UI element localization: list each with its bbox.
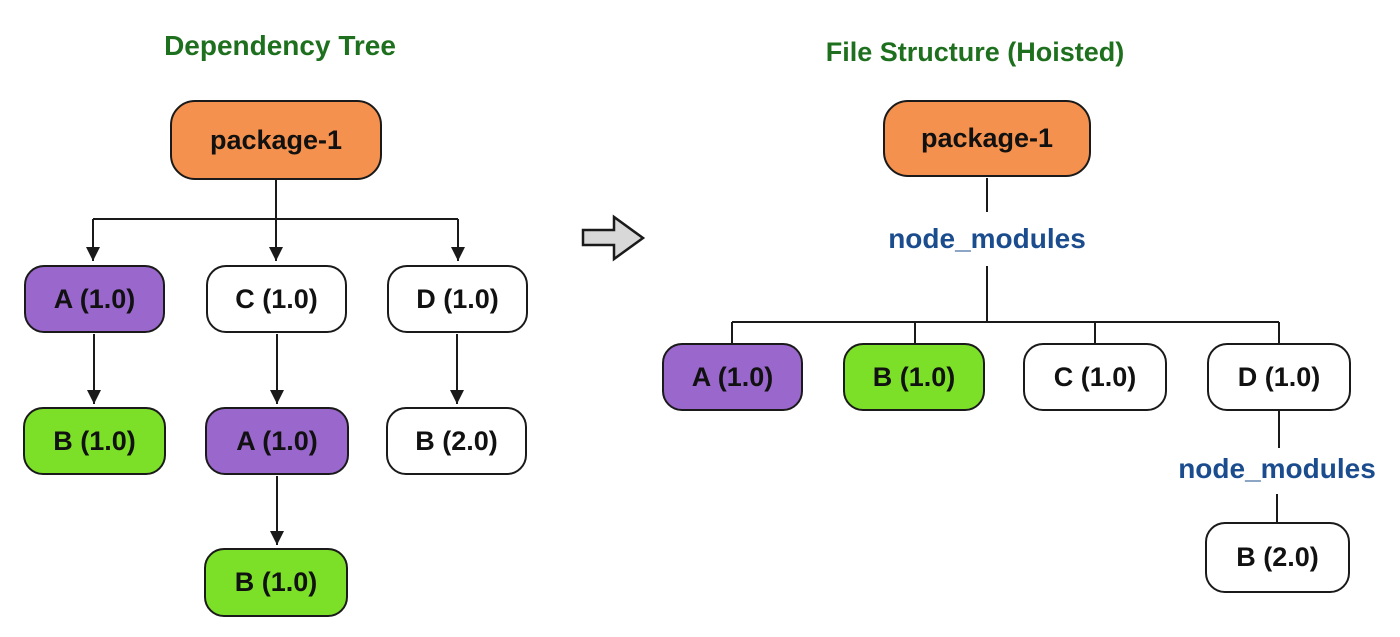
dep-node-a-1-0: A (1.0) bbox=[24, 265, 165, 333]
fs-root-package-1: package-1 bbox=[883, 100, 1091, 177]
fs-node-b-1-0: B (1.0) bbox=[843, 343, 985, 411]
right-diagram-title: File Structure (Hoisted) bbox=[825, 37, 1125, 67]
dep-root-package-1: package-1 bbox=[170, 100, 382, 180]
transform-arrow-icon bbox=[581, 214, 646, 262]
dep-node-b-1-0-under-nested-a: B (1.0) bbox=[204, 548, 348, 617]
left-diagram-title: Dependency Tree bbox=[164, 30, 396, 61]
left-tree-connectors bbox=[86, 180, 465, 545]
right-tree-connectors bbox=[731, 178, 1280, 522]
dep-node-b-1-0-under-a: B (1.0) bbox=[23, 407, 166, 475]
nested-node-modules-label: node_modules bbox=[1178, 453, 1376, 484]
dep-node-d-1-0: D (1.0) bbox=[387, 265, 528, 333]
fs-node-b-2-0-nested: B (2.0) bbox=[1205, 522, 1350, 593]
dep-node-b-2-0-under-d: B (2.0) bbox=[386, 407, 527, 475]
fs-node-d-1-0: D (1.0) bbox=[1207, 343, 1351, 411]
node-modules-label: node_modules bbox=[888, 223, 1086, 254]
fs-node-a-1-0: A (1.0) bbox=[662, 343, 803, 411]
fs-node-c-1-0: C (1.0) bbox=[1023, 343, 1167, 411]
dep-node-c-1-0: C (1.0) bbox=[206, 265, 347, 333]
dep-node-a-1-0-under-c: A (1.0) bbox=[205, 407, 349, 475]
